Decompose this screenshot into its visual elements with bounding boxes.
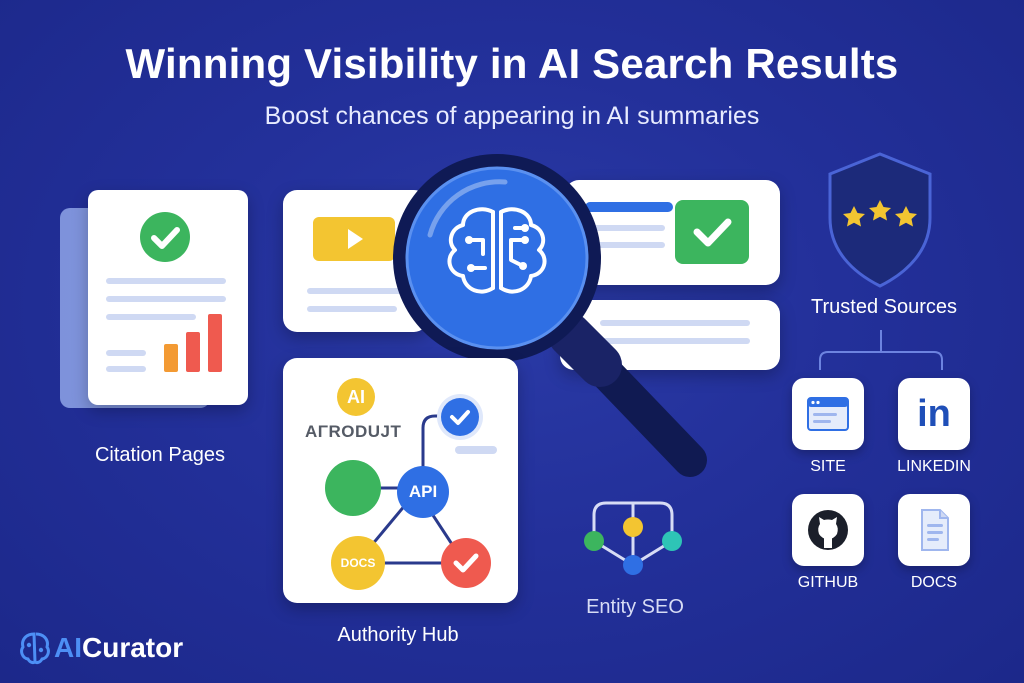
check-node-icon <box>441 398 479 436</box>
logo-ai-text: AI <box>54 632 82 663</box>
citation-pages-label: Citation Pages <box>94 444 226 466</box>
ai-badge: AI <box>337 378 375 416</box>
github-tile[interactable] <box>792 494 864 566</box>
linkedin-tile[interactable]: in <box>898 378 970 450</box>
logo-curator-text: Curator <box>82 632 184 663</box>
check-circle-icon <box>140 212 190 262</box>
page-subtitle: Boost chances of appearing in AI summari… <box>264 102 760 130</box>
page-title: Winning Visibility in AI Search Results <box>125 40 899 87</box>
green-node <box>325 460 381 516</box>
check-badge-icon <box>675 200 749 264</box>
api-node: API <box>397 466 449 518</box>
shield-stars-icon <box>828 152 932 288</box>
citation-pages-illustration <box>60 190 250 410</box>
entity-graph-icon <box>584 501 682 575</box>
docs-node-label: DOCS <box>340 556 376 570</box>
bar-chart-icon <box>164 312 234 372</box>
authority-hub-label: Authority Hub <box>337 624 459 646</box>
play-video-icon <box>313 217 395 261</box>
authority-hub-card: AI AΓRODUJT API DOCS <box>283 358 518 603</box>
linkedin-label: LINKEDIN <box>897 458 971 475</box>
site-label: SITE <box>810 458 846 475</box>
trusted-sources-connector <box>819 330 943 370</box>
browser-window-icon <box>807 397 849 431</box>
docs-tile[interactable] <box>898 494 970 566</box>
check-node-red-icon <box>441 538 491 588</box>
docs-node: DOCS <box>331 536 385 590</box>
github-label: GITHUB <box>797 574 859 591</box>
entity-seo-label: Entity SEO <box>586 596 684 618</box>
site-tile[interactable] <box>792 378 864 450</box>
docs-label: DOCS <box>910 574 958 591</box>
trusted-sources-label: Trusted Sources <box>811 296 957 318</box>
magnifying-glass-icon <box>393 154 707 477</box>
api-node-label: API <box>408 482 438 501</box>
aicurator-logo[interactable]: AI Curator <box>18 628 183 668</box>
linkedin-icon: in <box>917 393 951 435</box>
search-result-card-top <box>565 180 780 285</box>
brain-logo-icon <box>20 632 50 665</box>
citation-document <box>88 190 248 405</box>
document-icon <box>921 509 949 551</box>
github-icon <box>808 510 848 550</box>
ai-badge-label: AI <box>347 387 365 407</box>
product-text: AΓRODUJT <box>305 422 402 441</box>
